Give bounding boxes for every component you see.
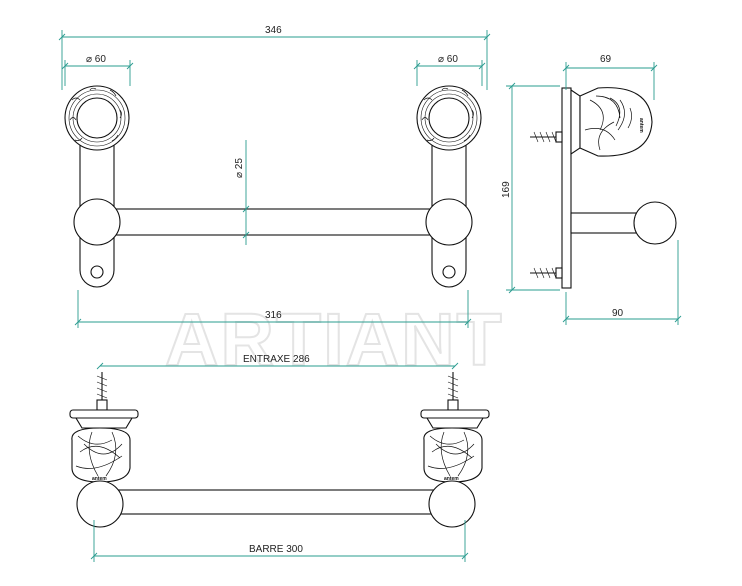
top-screw [530,131,563,143]
dim-bar-dia: ⌀ 25 [234,158,245,178]
watermark: ARTIANT [165,298,504,381]
top-view: antem antem [69,372,490,528]
left-screw [96,372,108,411]
bottom-screw [530,267,563,279]
dim-entraxe: ENTRAXE 286 [243,354,310,365]
side-dimensions: 69 169 90 [501,54,682,325]
dim-side-depth: 69 [600,54,612,65]
dim-top-width: 346 [265,25,282,36]
brand-left: antem [92,476,107,482]
top-view-dimensions: ENTRAXE 286 BARRE 300 [90,354,469,562]
dim-barre: BARRE 300 [249,544,303,555]
dim-side-projection: 90 [612,308,624,319]
dim-right-ring: ⌀ 60 [438,54,458,65]
front-dimensions: 346 ⌀ 60 ⌀ 60 ⌀ 25 316 [58,25,491,328]
brand-right: antem [444,476,459,482]
svg-text:antem: antem [638,118,644,133]
dim-bottom-width: 316 [265,310,282,321]
front-view [64,85,482,288]
dim-left-ring: ⌀ 60 [86,54,106,65]
dim-side-height: 169 [501,181,512,198]
side-view: antem [530,87,677,289]
